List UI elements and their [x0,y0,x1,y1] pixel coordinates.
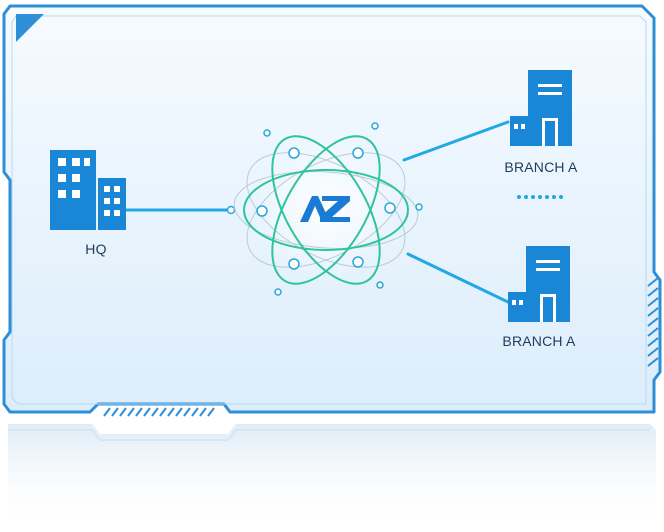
side-hatch-marks [647,277,659,367]
branch-label-bottom: BRANCH A [502,333,576,349]
atom-network-icon [233,122,423,296]
dotted-ellipsis-icon [517,195,563,199]
hq-label: HQ [85,241,107,257]
office-buildings-icon [50,150,126,230]
panel-reflection [8,424,656,532]
link-endpoint [226,205,236,215]
branch-label-top: BRANCH A [504,159,578,175]
branch-building-icon [508,246,570,322]
branch-building-icon [510,70,572,146]
link-hub-to-branch-bottom [406,252,510,304]
corner-accent-icon [16,14,44,42]
bottom-hatch-marks [103,407,215,417]
link-hub-to-branch-top [402,120,510,162]
orbit-nodes [256,122,423,296]
az-logo-icon [300,196,350,222]
